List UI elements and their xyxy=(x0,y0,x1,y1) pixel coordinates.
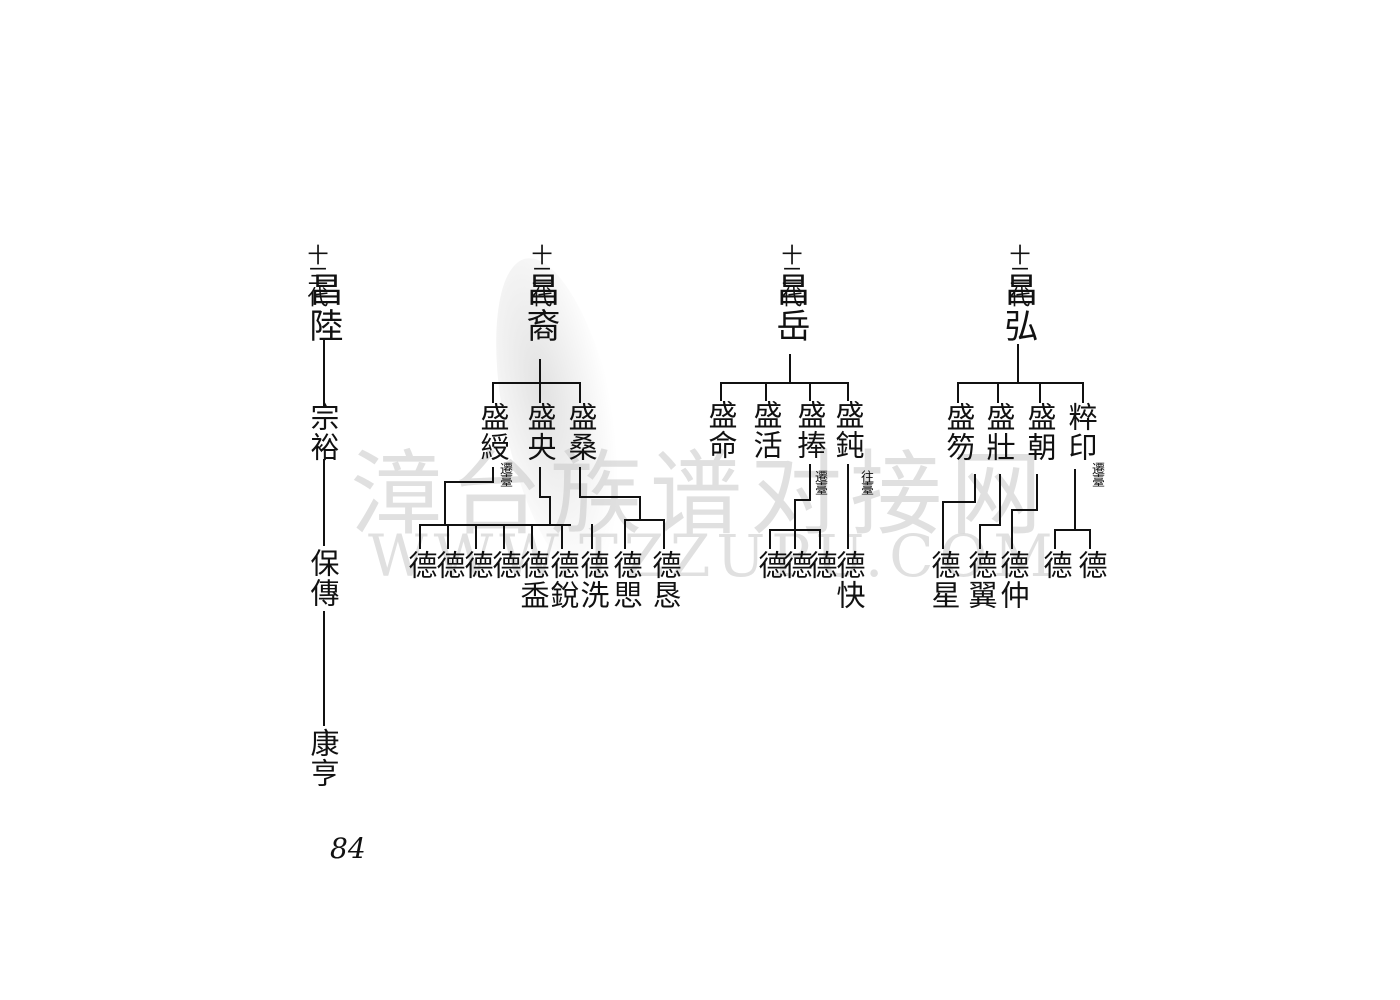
grandson-name: 德 xyxy=(432,550,466,580)
grandson-name: 德快 xyxy=(832,550,866,610)
descendant-name: 康亨 xyxy=(306,728,340,788)
grandson-name: 德 xyxy=(1039,550,1073,580)
son-name: 盛桑 xyxy=(564,402,598,462)
grandson-name: 德盉 xyxy=(516,550,550,610)
ancestor-name: 昌弘 xyxy=(998,272,1038,344)
ancestor-name: 昌裔 xyxy=(520,272,560,344)
son-name: 盛綬 xyxy=(476,402,510,462)
grandson-name: 德銳 xyxy=(546,550,580,610)
page-number: 84 xyxy=(330,832,366,865)
ancestor-name: 昌陸 xyxy=(303,272,343,344)
son-name: 盛鈍 xyxy=(831,400,865,460)
generation-label: 十三代 xyxy=(779,244,803,307)
generation-label: 十三代 xyxy=(305,244,329,307)
grandson-name: 德 xyxy=(779,550,813,580)
generation-label: 十三代 xyxy=(1007,244,1031,307)
migration-note: 遷臺 xyxy=(812,470,827,494)
grandson-name: 德星 xyxy=(927,550,961,610)
son-name: 盛央 xyxy=(523,402,557,462)
son-name: 盛笏 xyxy=(942,402,976,462)
son-name: 粹印 xyxy=(1064,402,1098,462)
grandson-name: 德恳 xyxy=(648,550,682,610)
grandson-name: 德 xyxy=(404,550,438,580)
descendant-name: 宗裕 xyxy=(306,402,340,462)
migration-note: 往臺 xyxy=(858,470,873,494)
son-name: 盛朝 xyxy=(1023,402,1057,462)
grandson-name: 德 xyxy=(488,550,522,580)
ancestor-name: 昌岳 xyxy=(770,272,810,344)
son-name: 盛活 xyxy=(749,400,783,460)
son-name: 盛壯 xyxy=(982,402,1016,462)
generation-label: 十三代 xyxy=(529,244,553,307)
grandson-name: 德 xyxy=(460,550,494,580)
grandson-name: 德 xyxy=(804,550,838,580)
grandson-name: 德仲 xyxy=(996,550,1030,610)
migration-note: 遷臺 xyxy=(1089,462,1104,486)
son-name: 盛命 xyxy=(704,400,738,460)
grandson-name: 德 xyxy=(754,550,788,580)
grandson-name: 德 xyxy=(1074,550,1108,580)
son-name: 盛捧 xyxy=(793,400,827,460)
migration-note: 遷臺 xyxy=(497,462,512,486)
grandson-name: 德洗 xyxy=(576,550,610,610)
grandson-name: 德翼 xyxy=(964,550,998,610)
grandson-name: 德愳 xyxy=(609,550,643,610)
descendant-name: 保傳 xyxy=(306,548,340,608)
